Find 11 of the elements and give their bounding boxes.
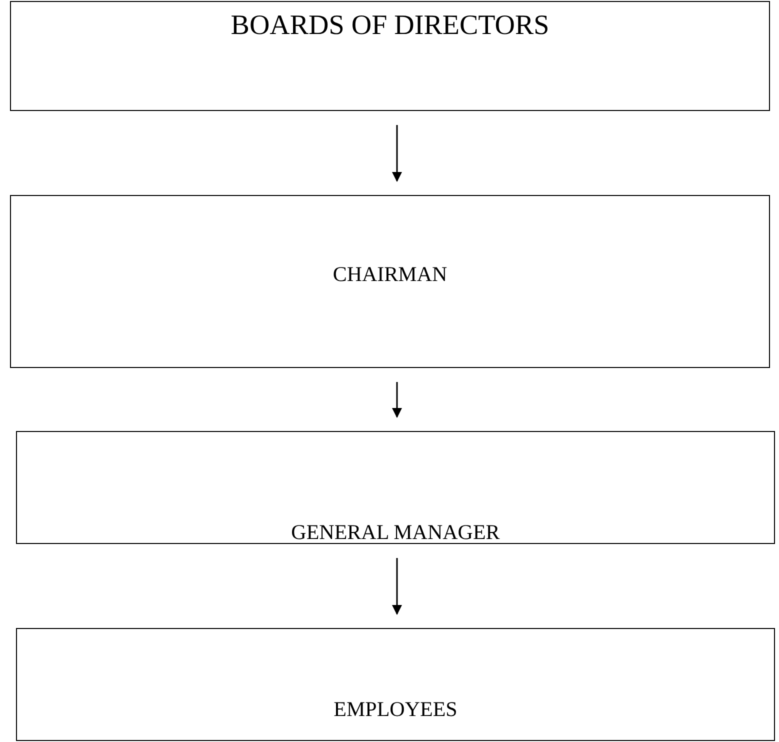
box-label: EMPLOYEES [332,699,458,720]
process-box [16,628,775,741]
box-label: CHAIRMAN [332,264,448,285]
process-box [16,431,775,544]
arrow [392,558,402,615]
box-label: GENERAL MANAGER [290,522,501,543]
process-box [10,1,770,111]
arrow [392,125,402,182]
arrow [392,382,402,418]
process-box [10,195,770,368]
box-label: BOARDS OF DIRECTORS [230,12,550,40]
